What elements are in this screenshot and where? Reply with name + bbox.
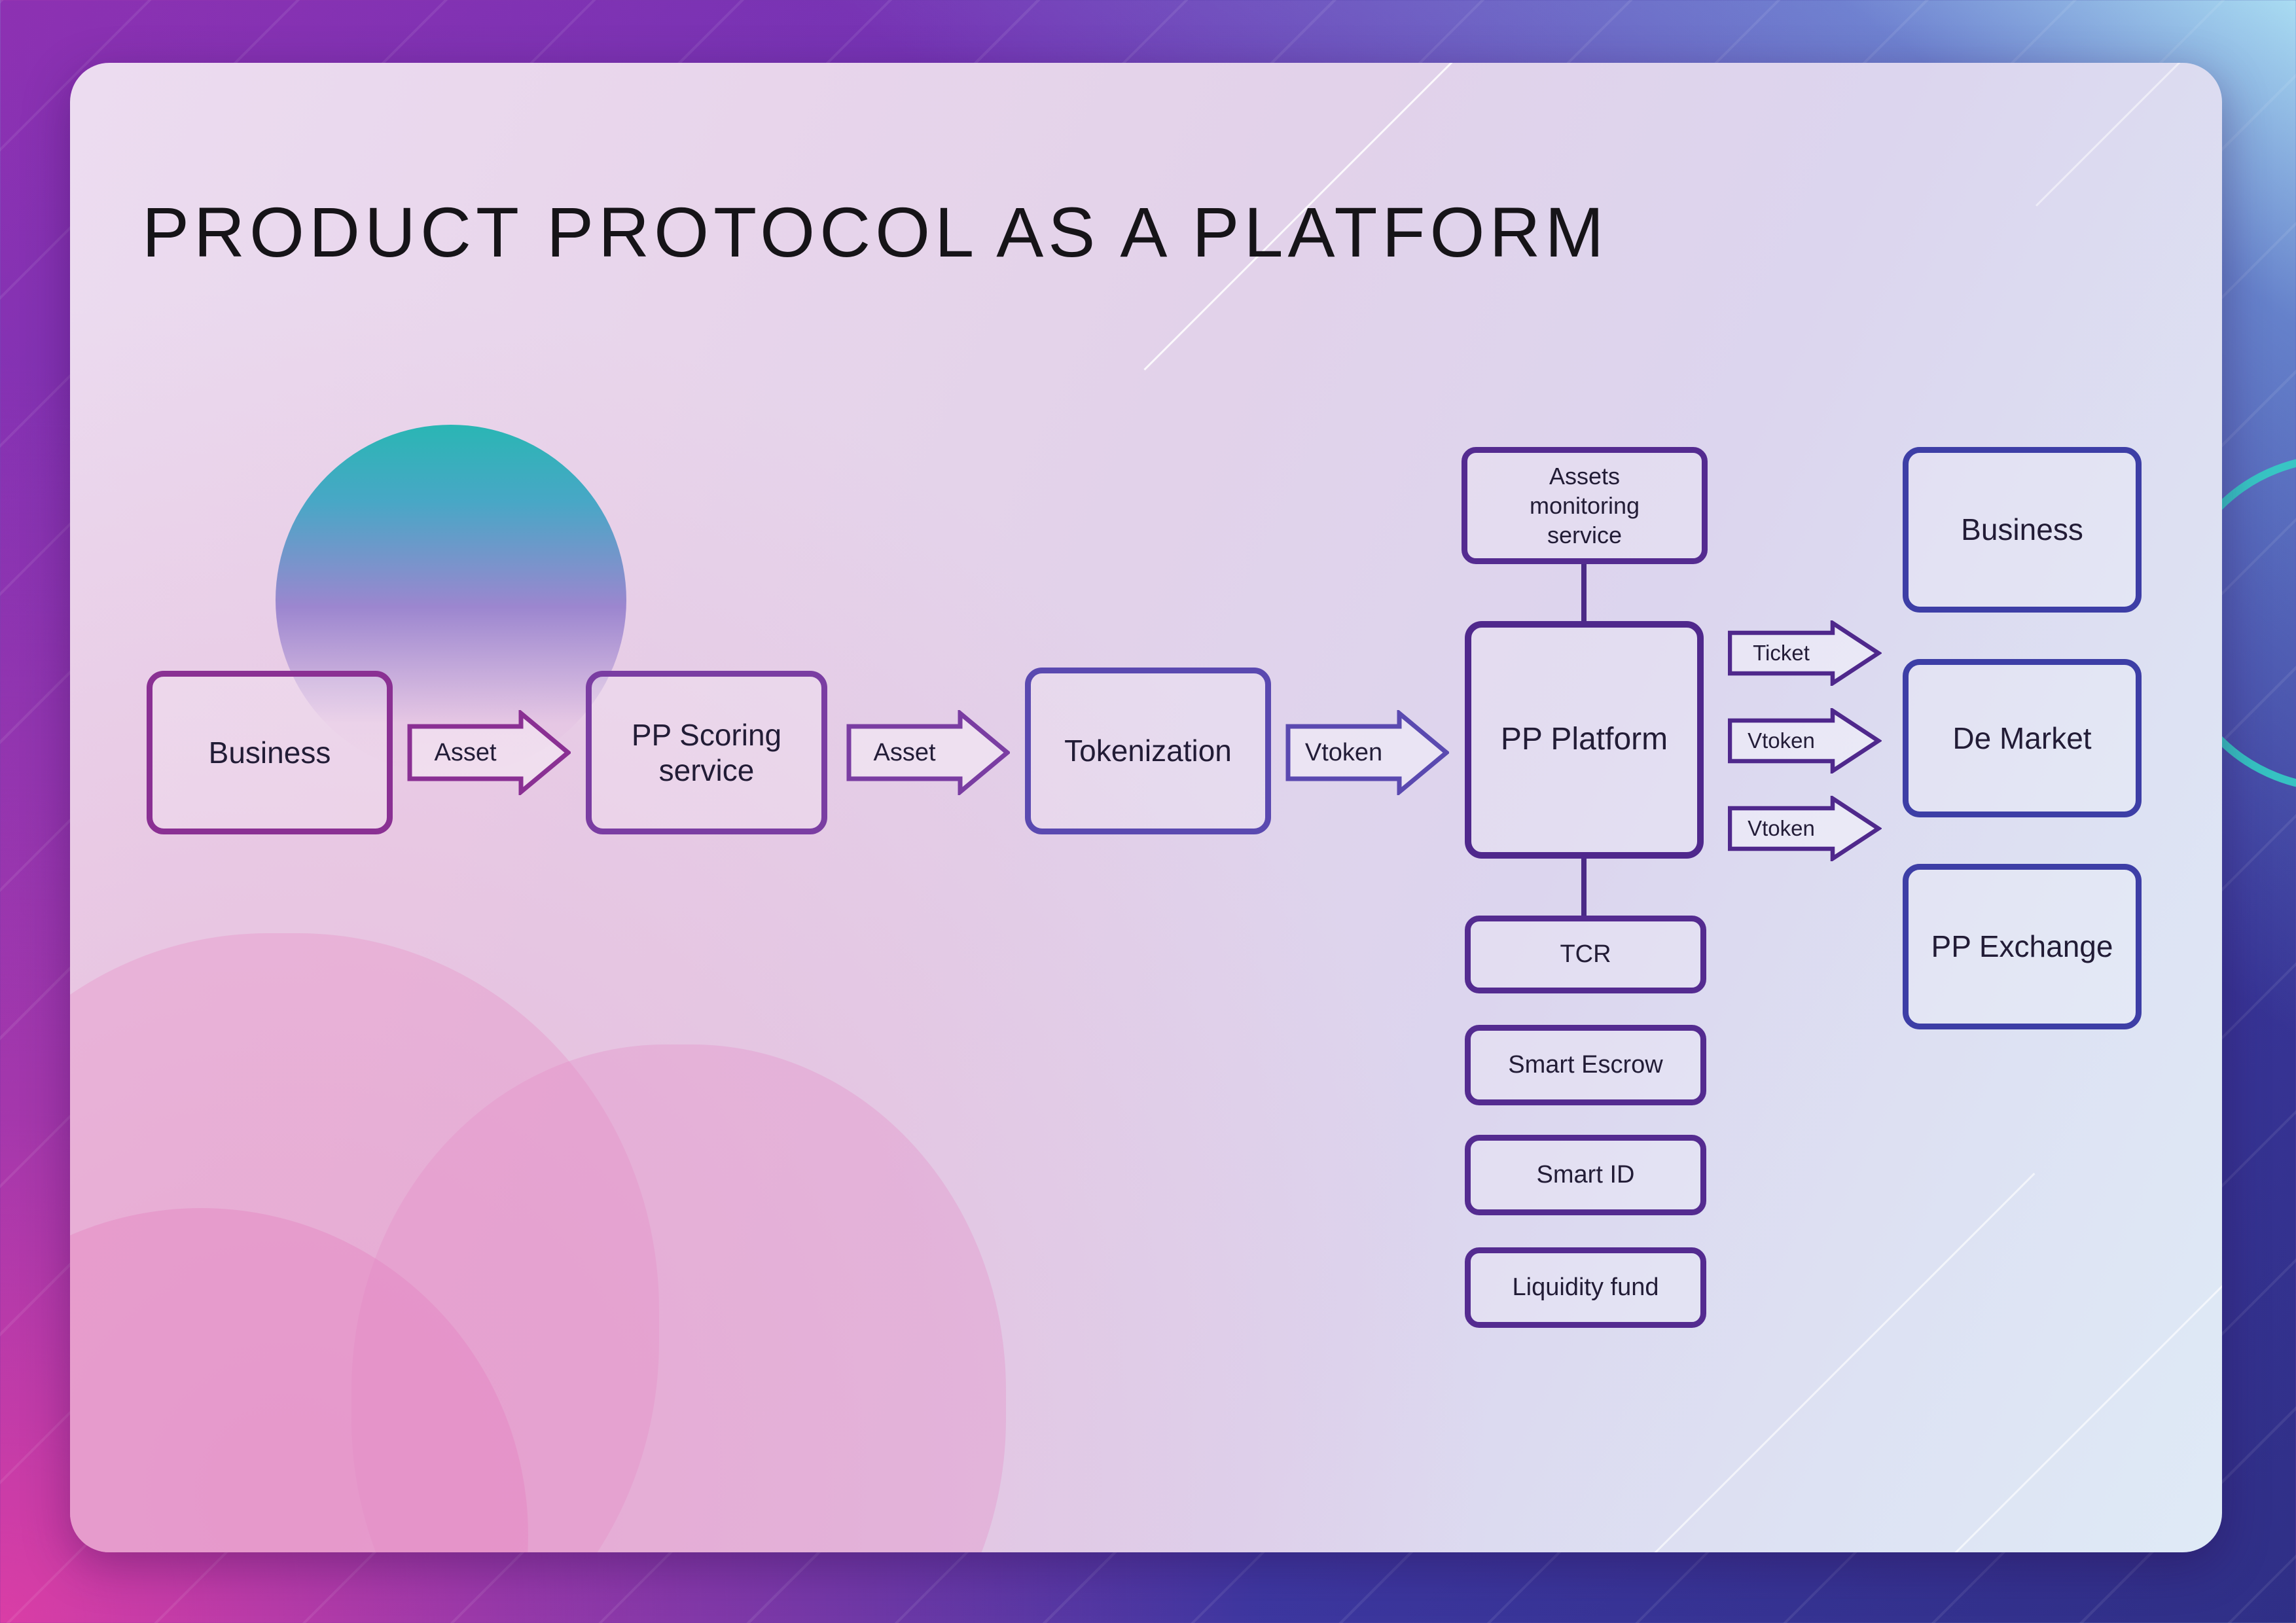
connector-platform-tcr bbox=[1581, 859, 1587, 916]
node-tokenization: Tokenization bbox=[1025, 668, 1271, 834]
block-arrow-icon bbox=[1728, 620, 1882, 686]
vtoken-arrow-top-label: Vtoken bbox=[1748, 728, 1815, 753]
ticket-arrow: Ticket bbox=[1728, 620, 1882, 686]
block-arrow-icon bbox=[1728, 796, 1882, 861]
asset-arrow-1: Asset bbox=[407, 710, 571, 795]
node-de-market: De Market bbox=[1903, 659, 2142, 817]
node-assets-monitoring-service: Assets monitoring service bbox=[1462, 447, 1708, 564]
slide-card: PRODUCT PROTOCOL AS A PLATFORM bbox=[70, 63, 2222, 1552]
node-smart-id: Smart ID bbox=[1465, 1135, 1706, 1215]
node-pp-exchange: PP Exchange bbox=[1903, 864, 2142, 1029]
page-title: PRODUCT PROTOCOL AS A PLATFORM bbox=[142, 192, 1609, 272]
block-arrow-icon bbox=[1285, 710, 1449, 795]
asset-arrow-1-label: Asset bbox=[434, 738, 497, 766]
node-smart-escrow: Smart Escrow bbox=[1465, 1025, 1706, 1105]
decor-pink-blob bbox=[351, 1044, 1006, 1552]
decor-gradient-circle bbox=[276, 425, 626, 776]
block-arrow-icon bbox=[1728, 708, 1882, 774]
node-business-right: Business bbox=[1903, 447, 2142, 613]
node-liquidity-fund: Liquidity fund bbox=[1465, 1247, 1706, 1328]
vtoken-arrow-flow-label: Vtoken bbox=[1304, 738, 1383, 766]
vtoken-arrow-flow: Vtoken bbox=[1285, 710, 1449, 795]
vtoken-arrow-top: Vtoken bbox=[1728, 708, 1882, 774]
asset-arrow-2: Asset bbox=[846, 710, 1010, 795]
vtoken-arrow-bottom: Vtoken bbox=[1728, 796, 1882, 861]
ticket-arrow-label: Ticket bbox=[1753, 641, 1810, 665]
vtoken-arrow-bottom-label: Vtoken bbox=[1748, 816, 1815, 840]
node-pp-platform: PP Platform bbox=[1465, 621, 1704, 859]
block-arrow-icon bbox=[846, 710, 1010, 795]
asset-arrow-2-label: Asset bbox=[873, 738, 936, 766]
connector-monitoring-platform bbox=[1581, 564, 1587, 621]
node-pp-scoring-service: PP Scoring service bbox=[586, 671, 827, 834]
block-arrow-icon bbox=[407, 710, 571, 795]
node-business-left: Business bbox=[147, 671, 393, 834]
node-tcr: TCR bbox=[1465, 916, 1706, 993]
